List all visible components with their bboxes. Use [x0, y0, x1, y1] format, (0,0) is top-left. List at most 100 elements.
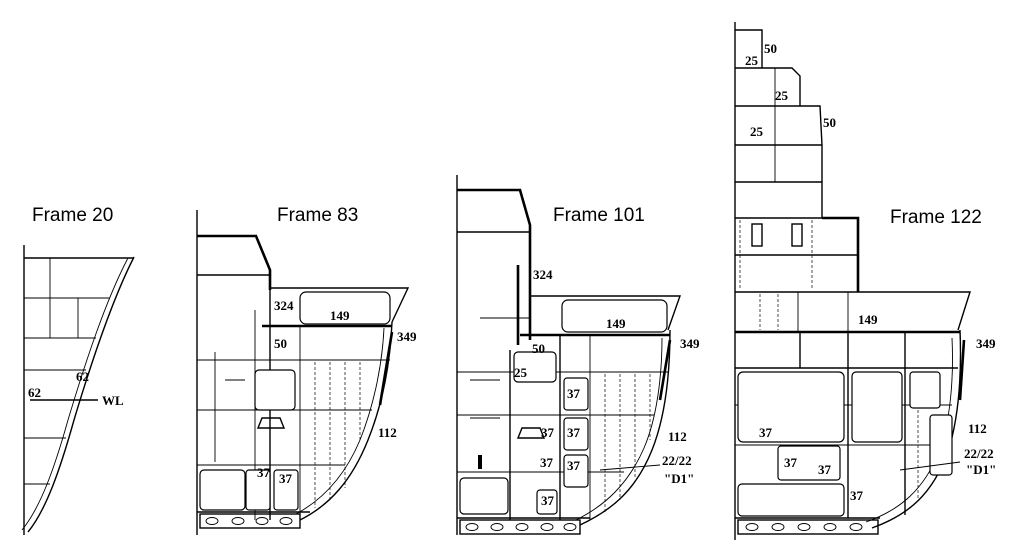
frame-122-label: 112 [968, 421, 987, 436]
frame-83-hull-shell [299, 321, 393, 521]
frame-122-compartment [909, 371, 941, 409]
frame-101-section: Frame 101 [456, 175, 700, 535]
frame-83-superstructure [197, 234, 272, 290]
frame-101-hull-shell [579, 329, 671, 526]
frame-101-sheer-strake [658, 339, 672, 401]
frame-122-label: 25 [750, 124, 764, 139]
frame-83-sheer-strake [378, 331, 394, 406]
frame-101-ladder [478, 455, 482, 469]
frame-83-title: Frame 83 [277, 205, 358, 226]
frame-101-superstructure [457, 188, 532, 340]
frame-101-bottom-plate [459, 519, 581, 535]
frame-101-label: 37 [541, 425, 555, 440]
frame-101-label: 37 [541, 493, 555, 508]
frame-122-compartment [777, 445, 841, 481]
frame-122-label: 50 [823, 115, 836, 130]
frame-20-section: Frame 20 62 62 WL [21, 205, 135, 535]
frame-122-label: 25 [775, 88, 789, 103]
frame-101-lightening-hole [490, 523, 504, 531]
frame-122-bottom-plate [737, 519, 879, 535]
frame-101-deck-box [561, 299, 668, 333]
frame-20-label: 62 [76, 369, 89, 384]
frame-20-hull-shell [27, 256, 135, 533]
frame-122-label: 22/22 [964, 446, 994, 461]
frame-122-label: "D1" [966, 462, 996, 477]
frame-20-title: Frame 20 [32, 205, 113, 226]
frame-101-label: 37 [567, 386, 581, 401]
frame-122-label: 37 [818, 462, 832, 477]
frame-101-lightening-hole [515, 523, 529, 531]
frame-122-window [751, 223, 763, 247]
frame-20-hull-inner [21, 257, 129, 531]
frame-101-title: Frame 101 [553, 205, 645, 226]
frame-122-pointer [899, 461, 961, 471]
frame-83-upper-deck [270, 287, 410, 323]
frame-101-label: 324 [533, 267, 553, 282]
frame-101-label: 37 [540, 455, 554, 470]
frame-122-double-bottom [737, 519, 879, 535]
frame-101-label: 25 [514, 365, 528, 380]
frame-83-compartment [199, 469, 246, 511]
frame-122-compartment [737, 371, 845, 443]
frame-122-lightening-hole [771, 523, 785, 531]
frame-122-tower-top [735, 29, 763, 68]
frame-101-label: 50 [532, 341, 545, 356]
frame-101-pointer [599, 464, 661, 471]
frame-122-lightening-hole [823, 523, 837, 531]
frame-101-label: 149 [606, 316, 626, 331]
frame-83-compartment [273, 469, 299, 511]
frame-83-deck-box [299, 291, 391, 325]
frame-83-hull-inner [295, 327, 385, 515]
frame-122-label: 37 [850, 488, 864, 503]
frame-101-lightening-hole [540, 523, 554, 531]
frame-83-label: 112 [378, 425, 397, 440]
frame-122-tower-tier [735, 105, 823, 146]
frame-83-label: 349 [397, 329, 417, 344]
frame-122-label: 37 [784, 455, 798, 470]
frame-122-label: 25 [745, 53, 759, 68]
frame-101-upper-deck [530, 295, 681, 331]
frame-122-title: Frame 122 [890, 207, 982, 228]
frame-83-compartment [245, 469, 271, 511]
frame-20-label: 62 [28, 385, 41, 400]
frame-101-lightening-hole [563, 523, 577, 531]
frame-122-label: 50 [764, 41, 777, 56]
frame-122-tower-tier [735, 67, 801, 106]
frame-83-lightening-hole [231, 517, 245, 525]
frame-122-lightening-hole [745, 523, 759, 531]
frame-101-hull-inner [575, 337, 663, 521]
frame-101-compartment [536, 489, 558, 515]
frame-101-label: 22/22 [662, 453, 692, 468]
frame-83-lightening-hole [279, 517, 293, 525]
frame-101-double-bottom [459, 519, 581, 535]
frame-101-compartment [563, 377, 589, 411]
frame-83-fitting [256, 417, 286, 429]
frame-83-label: 50 [274, 336, 287, 351]
frame-122-lightening-hole [797, 523, 811, 531]
frame-122-label: 37 [759, 425, 773, 440]
frame-83-section: Frame 83 [196, 205, 417, 535]
frame-101-label: 349 [680, 336, 700, 351]
frame-101-compartment [459, 477, 509, 515]
frame-83-lightening-hole [255, 517, 269, 525]
frame-20-label: WL [102, 393, 124, 408]
frame-122-compartment [851, 371, 903, 443]
frame-122-label: 149 [858, 312, 878, 327]
frame-101-lightening-hole [465, 523, 479, 531]
frame-83-bottom-plate [199, 513, 301, 529]
frame-83-label: 149 [330, 308, 350, 323]
frame-83-label: 324 [274, 298, 294, 313]
frame-101-compartment [563, 454, 589, 488]
frame-101-label: 37 [567, 458, 581, 473]
frame-122-bridge-side [822, 216, 860, 292]
frame-101-label: "D1" [664, 471, 694, 486]
frame-101-compartment [513, 351, 557, 383]
frame-122-tower-deck [735, 181, 823, 218]
frame-101-fitting [516, 427, 546, 439]
frame-83-lightening-hole [205, 517, 219, 525]
frame-101-label: 37 [567, 425, 581, 440]
frame-122-compartment [929, 414, 953, 476]
frame-122-lightening-hole [849, 523, 863, 531]
frame-83-compartment [254, 369, 296, 411]
